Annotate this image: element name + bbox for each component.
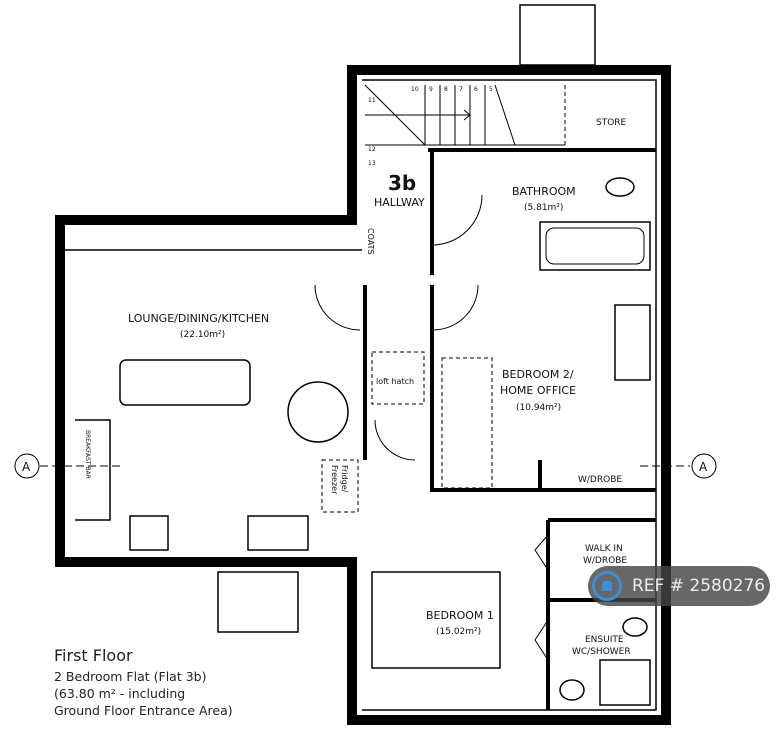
sofa (119, 359, 251, 406)
caption-title: First Floor (54, 646, 133, 665)
home-icon (592, 571, 622, 601)
caption-line-1: 2 Bedroom Flat (Flat 3b) (54, 669, 207, 684)
freezer-label: Freezer (330, 465, 339, 495)
fridge-freezer (321, 459, 359, 513)
loft-hatch (371, 351, 425, 405)
desk (614, 304, 651, 381)
fridge-label: Fridge/ (340, 465, 349, 493)
outer-wall-inner (362, 79, 657, 711)
walkin-label-2: W/DROBE (583, 556, 627, 566)
hallway-label: HALLWAY (374, 196, 425, 209)
section-marker-right: A (699, 460, 708, 474)
bedroom1-label: BEDROOM 1 (426, 609, 494, 622)
outer-wall (55, 65, 671, 725)
store-label: STORE (596, 118, 627, 128)
caption-line-3: Ground Floor Entrance Area) (54, 703, 233, 718)
stair-number: 8 (444, 86, 448, 93)
sink (247, 515, 309, 551)
stair-number: 13 (368, 160, 376, 167)
external-stairs (217, 571, 299, 633)
bedroom2-area: (10.94m²) (516, 403, 561, 413)
stair-number: 6 (474, 86, 478, 93)
plan-caption: First Floor 2 Bedroom Flat (Flat 3b) (63… (54, 646, 233, 719)
staircase (364, 84, 566, 150)
wardrobe-label: W/DROBE (578, 475, 622, 485)
hob (129, 515, 169, 551)
bedroom1-area: (15.02m²) (436, 627, 481, 637)
door-swings (314, 194, 549, 661)
stair-number: 5 (489, 86, 493, 93)
dining-table (287, 381, 349, 443)
toilet (605, 177, 635, 197)
stair-number: 10 (411, 86, 419, 93)
bathroom-area: (5.81m²) (524, 203, 563, 213)
lounge-area: (22.10m²) (180, 330, 225, 340)
caption-line-2: (63.80 m² - including (54, 686, 186, 701)
lounge-label: LOUNGE/DINING/KITCHEN (128, 312, 269, 325)
stair-number: 12 (368, 146, 376, 153)
stair-number: 7 (459, 86, 463, 93)
internal-walls (60, 148, 656, 710)
ensuite-label: ENSUITE (585, 635, 624, 645)
walkin-label: WALK IN (585, 544, 623, 554)
bedroom2-label-2: HOME OFFICE (500, 384, 576, 397)
reference-watermark: REF # 2580276 (588, 566, 770, 606)
reference-number: REF # 2580276 (632, 576, 766, 596)
bath (539, 221, 651, 271)
stair-number: 9 (429, 86, 433, 93)
breakfast-bar-label: BREAKFAST BAR (84, 430, 91, 479)
bed-1 (371, 571, 501, 669)
toilet (622, 617, 648, 637)
basin (559, 679, 585, 701)
flat-number: 3b (388, 171, 416, 195)
ensuite-label-2: WC/SHOWER (572, 647, 631, 657)
bathroom-label: BATHROOM (512, 185, 576, 198)
bedroom2-label: BEDROOM 2/ (502, 368, 574, 381)
bed-2 (441, 357, 493, 489)
stair-number: 11 (368, 97, 376, 104)
loft-hatch-label: loft hatch (376, 377, 414, 386)
shower (599, 659, 651, 706)
balcony-top (519, 4, 596, 66)
coats-label: COATS (366, 228, 375, 255)
section-marker-left: A (22, 460, 31, 474)
